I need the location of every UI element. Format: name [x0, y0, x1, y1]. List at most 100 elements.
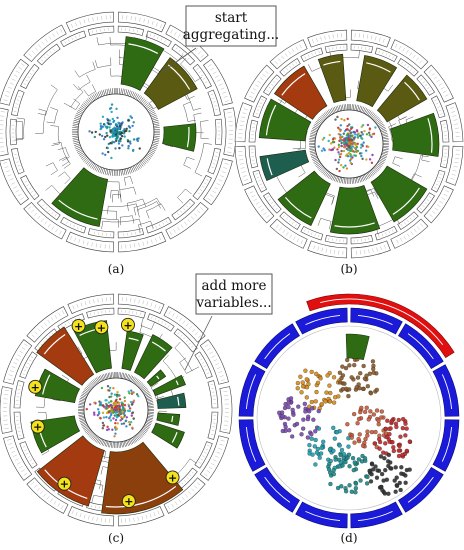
ring-label-tick [403, 235, 406, 240]
ring-label-tick [453, 119, 458, 121]
scatter-point [364, 405, 369, 410]
panel-c-rings [0, 293, 233, 527]
scatter-point [317, 145, 320, 148]
scatter-point [110, 392, 113, 395]
scatter-point [309, 432, 314, 437]
ring-label-tick [258, 205, 262, 209]
core-tick [123, 373, 126, 380]
ring-label-tick [205, 448, 209, 450]
core-tick [144, 102, 149, 107]
ring-segment [423, 185, 454, 224]
ring-label-tick [26, 453, 29, 455]
scatter-point [104, 135, 107, 139]
ring-label-tick [410, 68, 412, 71]
scatter-point [391, 448, 396, 454]
scatter-point [116, 422, 119, 425]
scatter-point [385, 418, 390, 423]
scatter-point [99, 127, 102, 131]
scatter-point [337, 151, 340, 154]
ring-segment [445, 102, 464, 143]
scatter-point [331, 468, 336, 473]
scatter-point [96, 414, 100, 417]
ring-label-tick [395, 43, 398, 48]
ring-label-tick [75, 511, 78, 516]
core-tick [153, 125, 160, 127]
scatter-point [358, 478, 363, 483]
core-tick [368, 111, 373, 117]
ring-label-tick [443, 193, 448, 197]
ring-label-tick [71, 510, 74, 515]
panel-c-radial-tree: ++++++++ (c) [0, 293, 233, 545]
scatter-point [370, 359, 376, 364]
core-tick [123, 88, 126, 95]
core-tick [145, 156, 151, 161]
core-tick [137, 433, 143, 438]
core-tick [81, 103, 87, 108]
ring-label-tick [34, 331, 38, 335]
scatter-point [129, 420, 133, 424]
ring-label-tick [271, 83, 274, 86]
scatter-point [346, 452, 352, 457]
ring-segment [307, 29, 348, 48]
ring-label-tick [40, 218, 44, 222]
core-tick [311, 129, 318, 133]
dendrogram-stem [110, 57, 112, 66]
ring-label-tick [153, 35, 155, 38]
dendrogram-stem [92, 61, 96, 70]
ring-label-tick [137, 516, 139, 521]
core-tick [126, 168, 129, 175]
dendrogram-branch [127, 198, 143, 204]
scatter-point [298, 374, 303, 379]
core-tick [151, 145, 158, 148]
scatter-point [339, 135, 342, 139]
dendrogram-branch [200, 121, 202, 139]
ring-label-tick [406, 50, 409, 54]
scatter-point [347, 137, 350, 141]
ring-label-tick [380, 246, 382, 251]
scatter-point [102, 416, 106, 419]
ring-label-tick [275, 78, 278, 81]
ring-label-tick [48, 36, 52, 40]
ring-label-tick [412, 215, 415, 218]
ring-segment [269, 218, 308, 249]
core-tick [91, 163, 96, 169]
core-tick [329, 108, 333, 115]
core-tick [353, 104, 355, 111]
scatter-point [343, 489, 349, 494]
scatter-point [368, 134, 371, 137]
blue-ring-segment [254, 323, 300, 369]
scatter-point [312, 444, 317, 449]
core-tick [312, 158, 319, 162]
ring-label-tick [382, 38, 385, 43]
dendrogram-stem [73, 98, 80, 104]
ring-segment [60, 30, 87, 48]
core-tick [85, 386, 91, 391]
ring-label-tick [259, 77, 264, 81]
ring-label-tick [224, 100, 229, 102]
scatter-point [349, 155, 352, 158]
ring-label-tick [92, 516, 94, 521]
core-tick [335, 106, 339, 112]
ring-label-tick [70, 235, 73, 240]
core-tick [125, 89, 128, 96]
scatter-point [113, 134, 116, 138]
core-tick [367, 110, 372, 116]
core-tick [104, 440, 107, 447]
scatter-point [122, 422, 126, 425]
scatter-point [311, 417, 316, 422]
dendrogram-stem [101, 485, 104, 494]
scatter-point [394, 483, 400, 489]
ring-label-tick [180, 210, 183, 213]
ring-segment [26, 477, 69, 514]
core-tick [83, 102, 88, 107]
ring-label-tick [158, 305, 161, 310]
core-tick [122, 88, 124, 95]
ring-label-tick [409, 52, 413, 56]
dendrogram-stem [420, 155, 429, 158]
ring-label-tick [266, 215, 270, 219]
ring-label-tick [401, 61, 403, 64]
ring-label-tick [207, 445, 210, 447]
scatter-point [349, 139, 353, 142]
plus-badge [57, 476, 72, 491]
ring-label-tick [295, 46, 298, 51]
